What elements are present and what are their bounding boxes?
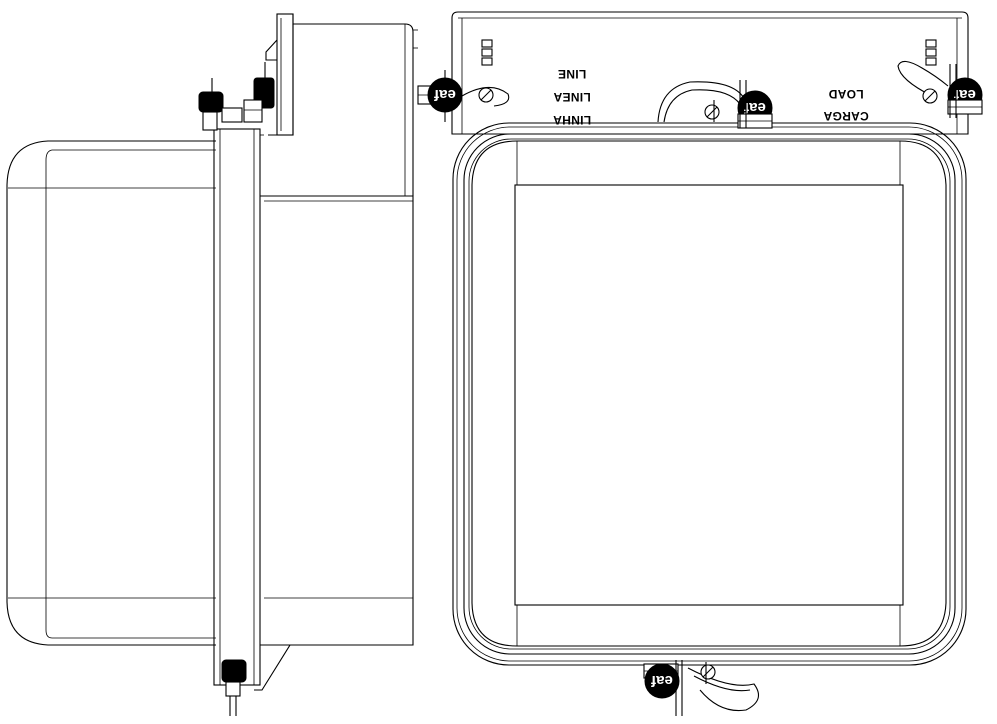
side-view [6,13,418,716]
seal-screw-bottom [700,662,716,684]
label-line-pt: LINHA [553,113,591,127]
label-line-es: LINEA [553,90,591,104]
side-terminal-housing [277,13,414,196]
seal-screw-top-right [922,88,938,104]
seal-top-left: eaf [417,70,463,122]
svg-text:eaf: eaf [743,99,766,116]
label-load-en: LOAD [828,87,863,101]
seal-wire-top-right [897,60,949,97]
seal-wire-top-left [461,86,510,107]
front-ring-outer [452,122,967,666]
seal-screw-top-left [478,87,494,103]
seal-wire-top-center [657,81,746,123]
side-bottom-screw [221,659,247,716]
front-window [514,184,904,606]
side-flange [213,128,261,686]
svg-text:eaf: eaf [433,86,456,103]
side-cover-outline [6,140,216,646]
front-back-plate [451,11,969,135]
slot-marks-right [925,39,937,66]
seal-wire-bottom [687,667,760,712]
label-load-es-pt: CARGA [823,109,869,123]
label-line-en: LINE [558,67,587,81]
side-cover-inner [45,149,216,639]
front-view: LINE LINEA LINHA LOAD CARGA [417,11,983,716]
seal-top-center: eaf [737,80,773,129]
seal-bottom: eaf [643,660,683,716]
seal-top-right: eaf [947,64,983,118]
front-window-frame [471,140,947,647]
seal-screw-top-center [704,100,720,122]
side-base-box [260,195,414,646]
side-top-screw [198,62,275,131]
svg-text:eaf: eaf [953,86,976,103]
front-ring-middle [463,133,956,655]
slot-marks-left [481,39,493,66]
svg-text:eaf: eaf [650,672,673,689]
